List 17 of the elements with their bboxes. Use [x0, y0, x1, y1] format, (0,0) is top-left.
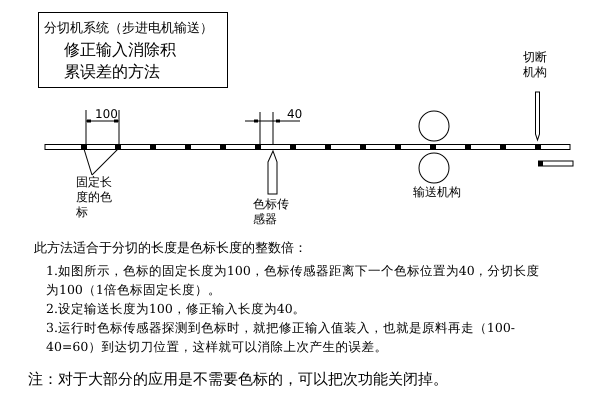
part-label: 输送机构 — [413, 185, 462, 200]
subtitle-text: 修正输入消除积累误差的方法 — [64, 39, 177, 83]
note-text: 注：对于大部分的应用是不需要色标的，可以把次功能关闭掉。 — [28, 369, 449, 389]
part-label: 色标传感器 — [253, 197, 290, 227]
step-text: 1.如图所示，色标的固定长度为100，色标传感器距离下一个色标位置为40，分切长度为100（1倍色标固定长度）。 — [46, 262, 541, 299]
step-text: 2.设定输送长度为100，修正输入长度为40。 — [46, 300, 307, 318]
dimension-label: 40 — [287, 107, 302, 122]
color-mark — [115, 145, 121, 149]
step-text: 3.运行时色标传感器探测到色标时，就把修正输入值装入，也就是原料再走（100-40=60）到达切刀位置，这样就可以消除上次产生的误差。 — [46, 319, 516, 356]
leader-line — [84, 148, 92, 176]
leader-line — [92, 148, 118, 176]
part-label: 固定长度的色标 — [76, 175, 116, 220]
heading-text: 此方法适合于分切的长度是色标长度的整数倍： — [34, 240, 308, 258]
part-label: 切断机构 — [523, 50, 548, 80]
dimension-label: 100 — [95, 107, 118, 122]
title-text: 分切机系统（步进电机输送） — [44, 20, 214, 37]
color-mark — [81, 145, 87, 149]
